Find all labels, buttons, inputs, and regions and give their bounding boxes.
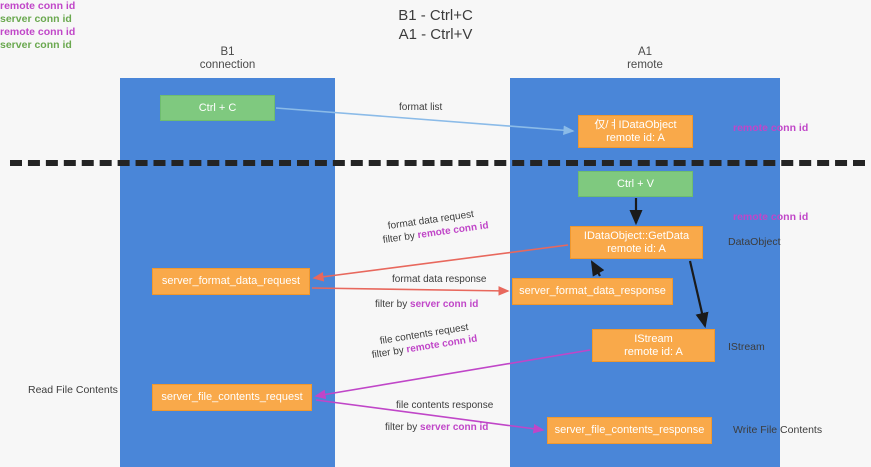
edge-label-file-contents-response-filter: filter by server conn id [385, 421, 488, 435]
node-server-format-data-request[interactable]: server_format_data_request [152, 268, 310, 295]
annotation-dataobject: DataObject [728, 236, 781, 248]
annotation-remote-conn-id-top: remote conn id [733, 122, 809, 134]
annotation-left-server-conn-id: server conn id [0, 13, 72, 25]
filter-prefix: filter by [371, 344, 408, 361]
annotation-istream: IStream [728, 341, 765, 353]
lane-heading-b1: B1 connection [199, 46, 256, 71]
node-server-file-contents-request[interactable]: server_file_contents_request [152, 384, 312, 411]
edge-label-file-contents-response: file contents response [396, 400, 494, 411]
node-idataobject-getdata[interactable]: IDataObject::GetData remote id: A [570, 226, 703, 259]
annotation-remote-conn-id-mid: remote conn id [733, 211, 809, 223]
annotation-left-conn-ids-2: remote conn id server conn id [0, 26, 871, 52]
filter-key: server conn id [420, 422, 489, 433]
lane-heading-a1: A1 remote [627, 46, 663, 71]
edge-label-format-data-response-filter: filter by server conn id [375, 298, 478, 312]
diagram-title: B1 - Ctrl+C A1 - Ctrl+V [398, 7, 473, 43]
node-istream[interactable]: IStream remote id: A [592, 329, 715, 362]
edge-label-format-data-response: format data response [392, 274, 487, 285]
filter-prefix: filter by [382, 230, 419, 246]
annotation-left-server-conn-id-2: server conn id [0, 39, 72, 51]
annotation-left-remote-conn-id-2: remote conn id [0, 26, 76, 38]
node-server-format-data-response[interactable]: server_format_data_response [512, 278, 673, 305]
node-idataobject[interactable]: 仅/ㅕIDataObject remote id: A [578, 115, 693, 148]
edge-format-data-response [311, 286, 510, 296]
annotation-left-conn-ids: remote conn id server conn id [0, 0, 871, 26]
filter-prefix: filter by [375, 299, 411, 310]
filter-key: server conn id [410, 299, 479, 310]
annotation-write-file-contents: Write File Contents [733, 424, 823, 436]
node-ctrl-v[interactable]: Ctrl + V [578, 171, 693, 197]
filter-prefix: filter by [385, 422, 421, 433]
node-server-file-contents-response[interactable]: server_file_contents_response [547, 417, 712, 444]
node-ctrl-c[interactable]: Ctrl + C [160, 95, 275, 121]
annotation-left-remote-conn-id: remote conn id [0, 0, 76, 12]
edge-label-format-list: format list [399, 102, 443, 113]
annotation-read-file-contents: Read File Contents [28, 384, 118, 396]
section-divider [10, 160, 865, 166]
